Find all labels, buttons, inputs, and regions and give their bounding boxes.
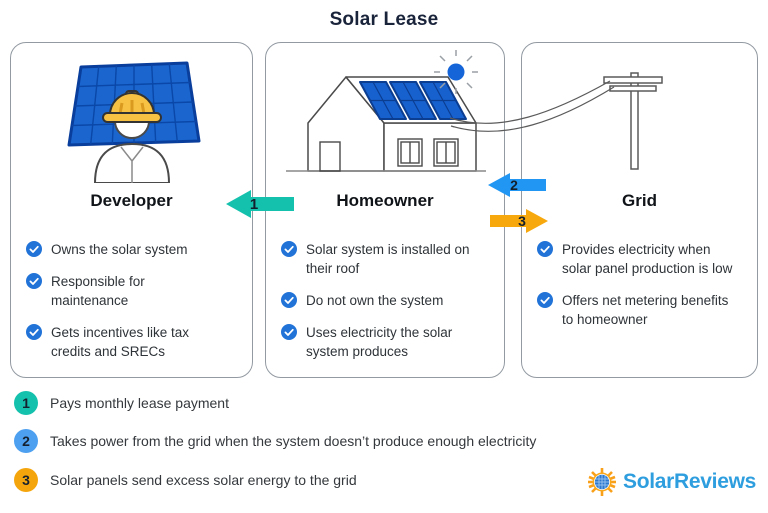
- developer-bullet-list: Owns the solar system Responsible for ma…: [26, 240, 244, 374]
- arrow-3-excess-to-grid: 3: [490, 209, 548, 233]
- sun-logo-icon: [588, 468, 617, 496]
- bullet-text: Owns the solar system: [51, 242, 188, 257]
- svg-text:3: 3: [22, 472, 30, 488]
- legend-badge-1: 1: [14, 391, 38, 415]
- bullet-text: Offers net metering benefits to homeowne…: [562, 293, 729, 327]
- page-title: Solar Lease: [329, 9, 439, 30]
- check-circle-icon: [26, 241, 42, 257]
- check-circle-icon: [537, 292, 553, 308]
- list-item: Offers net metering benefits to homeowne…: [537, 291, 749, 329]
- solarreviews-logo: SolarReviews: [587, 467, 756, 497]
- list-item: Provides electricity when solar panel pr…: [537, 240, 749, 278]
- legend-item-3: 3 Solar panels send excess solar energy …: [14, 468, 357, 492]
- svg-text:2: 2: [510, 177, 518, 193]
- list-item: Responsible for maintenance: [26, 272, 244, 310]
- arrow-2-power-from-grid: 2: [488, 173, 546, 197]
- check-circle-icon: [281, 241, 297, 257]
- legend-item-2: 2 Takes power from the grid when the sys…: [14, 429, 536, 453]
- svg-text:1: 1: [22, 395, 30, 411]
- bullet-text: Gets incentives like tax credits and SRE…: [51, 325, 190, 359]
- list-item: Solar system is installed on their roof: [281, 240, 496, 278]
- grid-heading: Grid: [622, 191, 657, 210]
- utility-pole-icon: [603, 72, 663, 170]
- check-circle-icon: [537, 241, 553, 257]
- house-with-solar-panels-icon: [286, 50, 486, 172]
- grid-panel: Grid Provides electricity when solar pan…: [521, 42, 758, 378]
- bullet-text: Provides electricity when solar panel pr…: [562, 242, 733, 276]
- legend-text: Pays monthly lease payment: [50, 395, 229, 411]
- legend-text: Takes power from the grid when the syste…: [50, 433, 537, 449]
- svg-text:3: 3: [518, 213, 526, 229]
- developer-heading: Developer: [90, 191, 173, 210]
- check-circle-icon: [281, 324, 297, 340]
- check-circle-icon: [281, 292, 297, 308]
- list-item: Owns the solar system: [26, 240, 244, 259]
- legend-badge-3: 3: [14, 468, 38, 492]
- bullet-text: Do not own the system: [306, 293, 444, 308]
- list-item: Uses electricity the solar system produc…: [281, 323, 496, 361]
- legend-item-1: 1 Pays monthly lease payment: [14, 391, 229, 415]
- arrow-1-lease-payment: 1: [226, 190, 294, 218]
- grid-bullet-list: Provides electricity when solar panel pr…: [537, 240, 749, 342]
- bullet-text: Solar system is installed on their roof: [306, 242, 470, 276]
- homeowner-heading: Homeowner: [336, 191, 434, 210]
- homeowner-panel: Homeowner Solar system is installed on t…: [265, 42, 505, 378]
- solar-panel-worker-icon: [67, 61, 200, 183]
- sun-icon: [434, 50, 478, 94]
- check-circle-icon: [26, 273, 42, 289]
- legend-badge-2: 2: [14, 429, 38, 453]
- list-item: Gets incentives like tax credits and SRE…: [26, 323, 244, 361]
- list-item: Do not own the system: [281, 291, 496, 310]
- developer-panel: Developer Owns the solar system Responsi…: [10, 42, 253, 378]
- bullet-text: Uses electricity the solar system produc…: [306, 325, 453, 359]
- legend-text: Solar panels send excess solar energy to…: [50, 472, 357, 488]
- bullet-text: Responsible for maintenance: [51, 274, 145, 308]
- svg-text:2: 2: [22, 433, 30, 449]
- svg-text:1: 1: [250, 196, 258, 213]
- brand-name: SolarReviews: [623, 470, 756, 493]
- homeowner-bullet-list: Solar system is installed on their roof …: [281, 240, 496, 374]
- check-circle-icon: [26, 324, 42, 340]
